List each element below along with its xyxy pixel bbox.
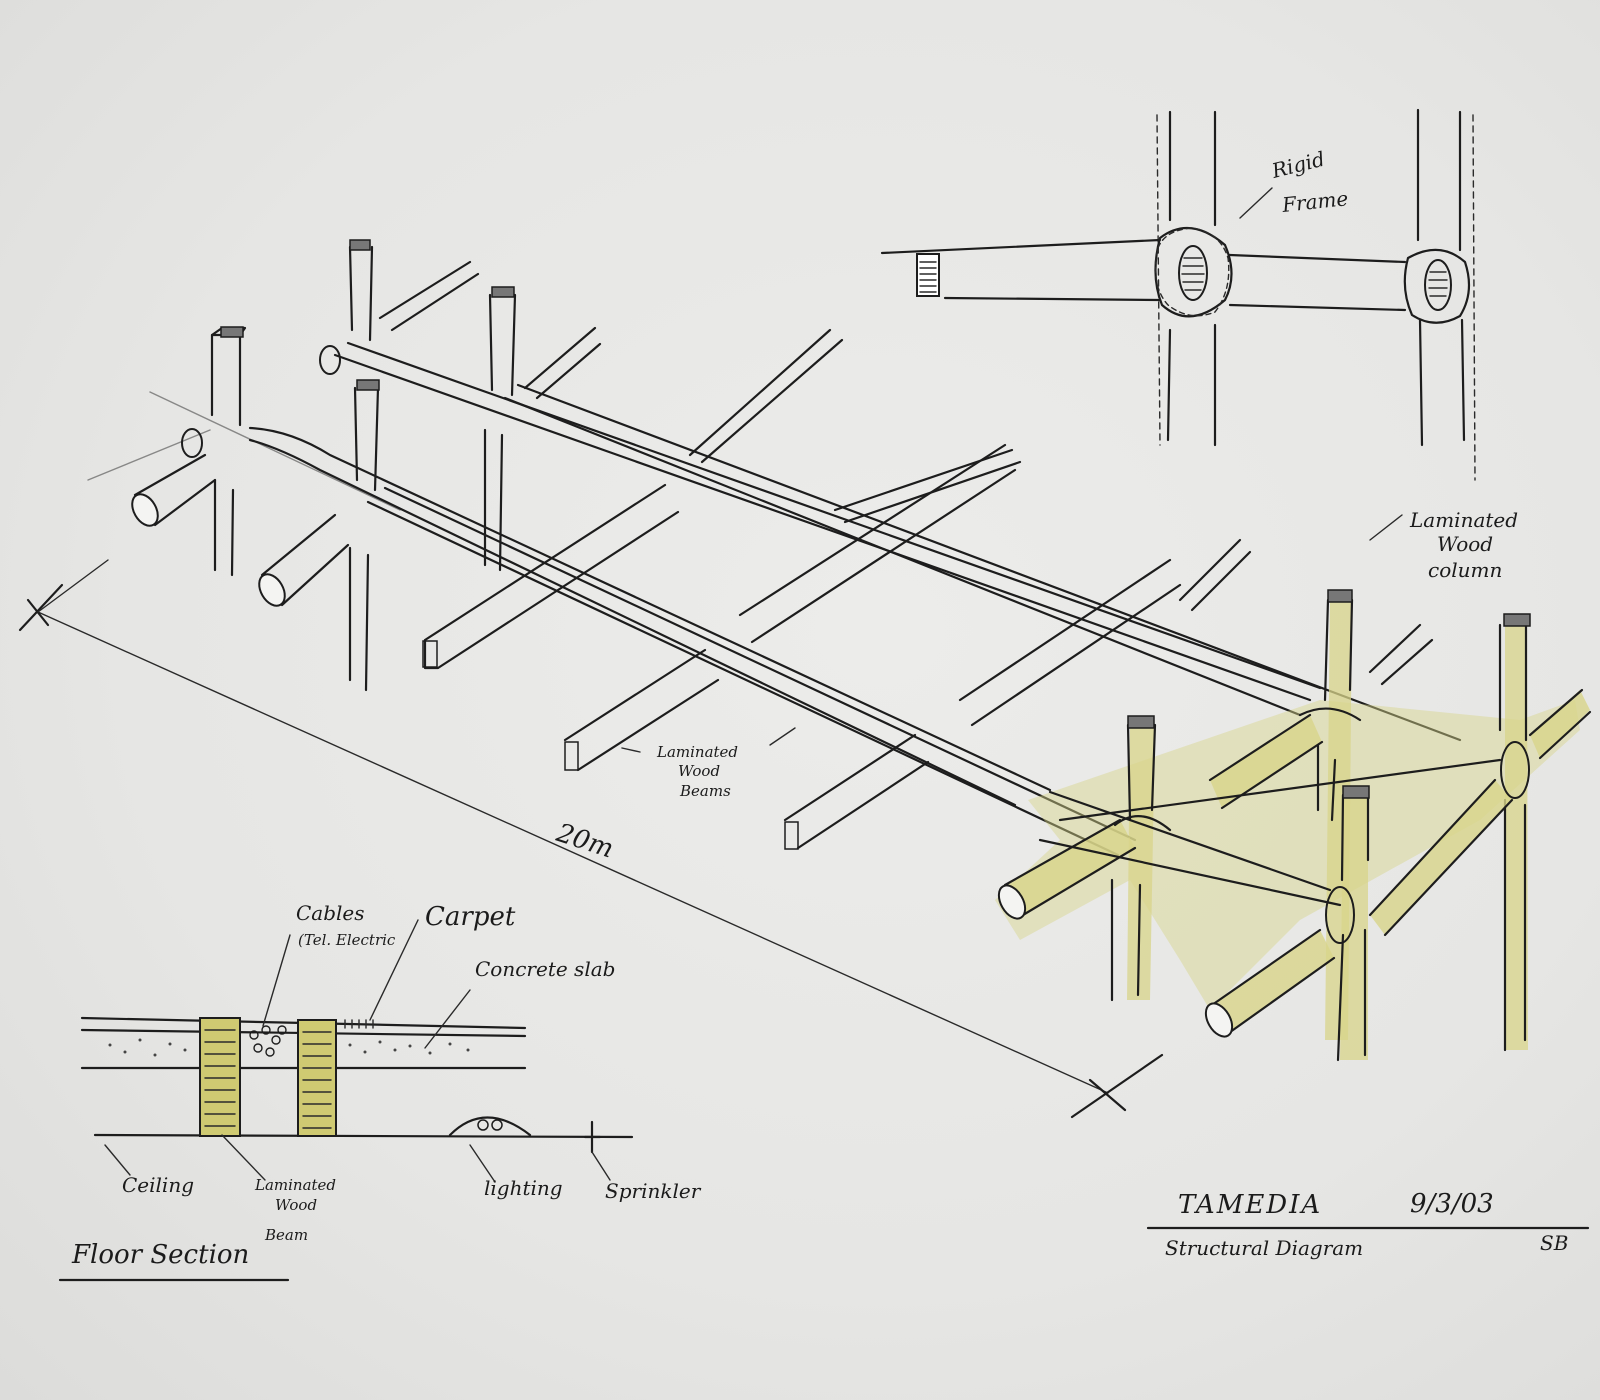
cross-beam-1 [422,483,680,670]
beams-label-2: Wood [678,762,720,780]
column-right-2 [1498,613,1531,1052]
concrete-label: Concrete slab [475,957,615,981]
beam-end-left-2 [258,513,350,607]
section-beam-1 [199,1017,241,1137]
column-label-1: Laminated [1409,508,1518,532]
ceiling-label: Ceiling [122,1173,194,1197]
column-left-back [319,239,374,375]
beam-label-1: Laminated [254,1176,336,1194]
drawing-subtitle: Structural Diagram [1165,1236,1363,1260]
floor-section: Cables (Tel. Electric Carpet Concrete sl… [58,901,702,1282]
column-label-3: column [1428,558,1502,582]
cables-label-1: Cables [296,901,365,925]
title-block: TAMEDIA 9/3/03 Structural Diagram SB [1146,1189,1590,1260]
author-initials: SB [1540,1231,1568,1255]
section-beam-2 [297,1019,337,1137]
rigid-frame-label-2: Frame [1280,186,1349,217]
carpet-label: Carpet [425,902,516,932]
section-title: Floor Section [71,1240,249,1270]
rigid-frame-label-1: Rigid [1268,147,1327,183]
beams-label-1: Laminated [656,743,738,761]
column-left-front [181,326,247,577]
rigid-frame-detail: Rigid Frame [880,108,1476,481]
column-mid-front [348,379,380,692]
column-mid-back [483,286,517,572]
cables-icon [249,1025,287,1057]
lighting-icon [448,1116,532,1137]
colored-end-frame [995,589,1592,1062]
beam-end-right-2 [1204,928,1336,1038]
cross-beam-2 [563,443,1017,772]
drawing-date: 9/3/03 [1410,1189,1494,1219]
lighting-label: lighting [484,1176,563,1200]
beam-label-2: Wood [275,1196,317,1214]
sprinkler-icon [583,1120,602,1154]
beam-label-3: Beam [264,1226,308,1244]
project-title: TAMEDIA [1178,1190,1322,1220]
sprinkler-label: Sprinkler [605,1179,702,1203]
column-right-4 [1336,785,1370,1062]
column-label-2: Wood [1437,532,1493,556]
beam-end-left-1 [131,453,217,527]
isometric-structure: 20m [18,239,1592,1119]
beams-label-3: Beams [679,782,731,800]
beam-end-right-1 [997,818,1137,920]
cables-label-2: (Tel. Electric [298,931,396,949]
